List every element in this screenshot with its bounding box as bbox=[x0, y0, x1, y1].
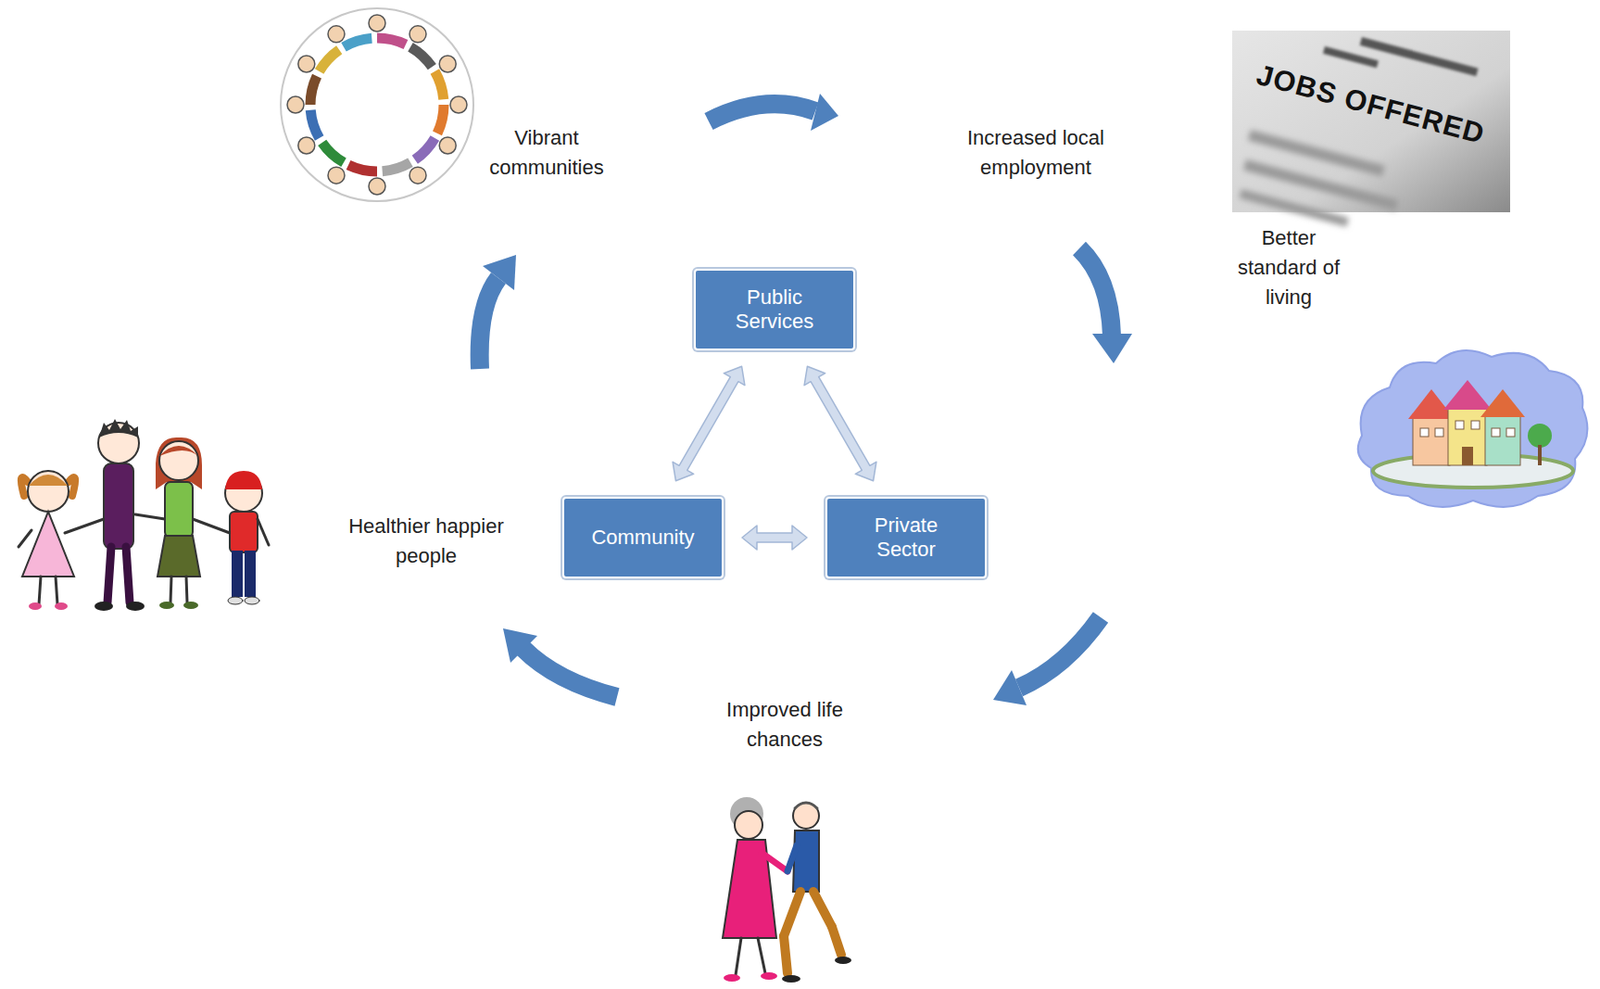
newspaper-photo bbox=[1232, 30, 1511, 227]
box-text-group: Public Services bbox=[720, 285, 829, 335]
cycle-arrows bbox=[479, 93, 1133, 706]
outcome-label: Vibrant communities bbox=[472, 123, 621, 183]
outcome-label: Improved life chances bbox=[705, 694, 864, 755]
double-arrow-connector bbox=[804, 365, 877, 480]
box-label: Community bbox=[591, 525, 694, 550]
box-text-group: Private Sector bbox=[852, 513, 960, 563]
elderly-couple-picture bbox=[722, 796, 852, 983]
family-picture bbox=[18, 418, 269, 611]
houses-picture bbox=[1358, 350, 1588, 507]
box-text-group: Community bbox=[591, 525, 694, 550]
newspaper-headline: JOBS OFFERED bbox=[1254, 59, 1489, 148]
outcome-label: Healthier happier people bbox=[331, 511, 522, 571]
box-label: Private Sector bbox=[852, 513, 960, 563]
outcome-label: Better standard of living bbox=[1226, 223, 1352, 313]
outcome-label: Increased local employment bbox=[950, 123, 1122, 183]
process-box: Public Services bbox=[693, 268, 856, 351]
process-box: Private Sector bbox=[825, 496, 987, 579]
double-arrow-connector bbox=[672, 365, 745, 480]
process-box: Community bbox=[562, 496, 724, 579]
people-circle bbox=[280, 8, 474, 202]
double-arrow-connector bbox=[742, 525, 807, 550]
box-label: Public Services bbox=[720, 285, 829, 335]
